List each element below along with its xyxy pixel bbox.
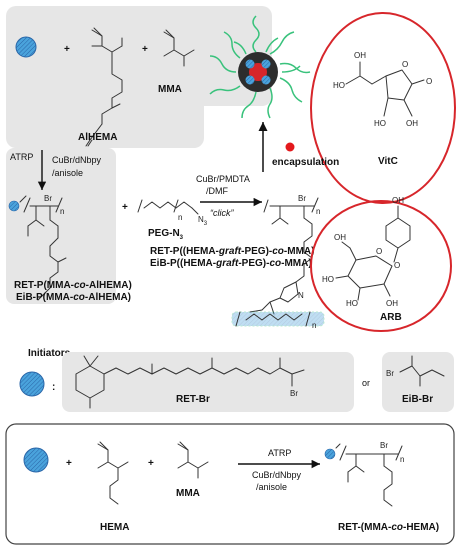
arb-atom: O: [394, 261, 400, 270]
ret-br-label: RET-Br: [176, 394, 210, 405]
arb-atom: OH: [386, 299, 398, 308]
encapsulation-dot-icon: [285, 142, 295, 152]
hema-label: HEMA: [100, 522, 129, 533]
arb-structure: [335, 205, 411, 301]
vitc-atom: OH: [354, 51, 366, 60]
initiator-bead-icon: [19, 371, 45, 397]
vitc-atom: OH: [406, 119, 418, 128]
eib-br-atom: Br: [386, 369, 394, 378]
step2-catalyst: CuBr/PMDTA: [196, 174, 250, 184]
eib-br-structure: [399, 355, 445, 387]
arb-atom: OH: [334, 233, 346, 242]
micelle-icon: [209, 15, 311, 119]
hema-structure: [97, 441, 129, 505]
peg-chain-band: [231, 311, 325, 327]
left-product-name: EiB-P(MMA-co-AlHEMA): [16, 292, 131, 303]
initiator-bead-icon: [15, 36, 37, 58]
step1-reagents: CuBr/dNbpy: [52, 155, 102, 165]
arb-atom: OH: [392, 196, 404, 205]
step1-method: ATRP: [10, 152, 33, 162]
arb-atom: O: [376, 247, 382, 256]
alhema-structure: [85, 27, 123, 147]
azide-n3: N3: [198, 215, 208, 227]
vitc-ellipse: [310, 12, 456, 204]
arb-ellipse: [310, 200, 452, 332]
mma-structure: [163, 29, 195, 67]
initiators-colon: :: [52, 382, 55, 393]
encapsulation-label: encapsulation: [272, 157, 339, 168]
left-product-name: RET-P(MMA-co-AlHEMA): [14, 280, 132, 291]
bottom-product-name: RET-(MMA-co-HEMA): [338, 522, 439, 533]
ret-br-atom: Br: [290, 389, 298, 398]
mma-structure: [177, 441, 209, 479]
initiator-bead-icon: [324, 448, 336, 460]
or-label: or: [362, 378, 370, 388]
repeat-n: n: [316, 207, 320, 216]
chain-end-br: Br: [298, 194, 306, 203]
chain-end-br: Br: [44, 194, 52, 203]
arb-atom: HO: [346, 299, 358, 308]
step2-solvent: /DMF: [206, 186, 228, 196]
bottom-reagents: CuBr/dNbpy: [252, 470, 302, 480]
vitc-label: VitC: [378, 156, 398, 167]
plus-sign: +: [66, 458, 72, 469]
plus-sign: +: [122, 202, 128, 213]
peg-n3-label: PEG-N3: [148, 228, 184, 241]
arb-label: ARB: [380, 312, 402, 323]
eib-br-panel: [382, 352, 454, 412]
top-monomer-panel: [6, 6, 204, 148]
eib-br-label: EiB-Br: [402, 394, 433, 405]
bottom-method: ATRP: [268, 448, 291, 458]
click-label: “click”: [210, 208, 234, 218]
repeat-n: n: [400, 455, 404, 464]
graft-polymer-structure: [263, 197, 319, 259]
graft-product-name: RET-P((HEMA-graft-PEG)-co-MMA): [150, 246, 314, 257]
hema-mma-panel: [5, 423, 455, 545]
initiator-bead-icon: [8, 200, 20, 212]
ret-mma-co-hema-structure: [335, 443, 403, 507]
peg-chain-structure: [235, 311, 311, 327]
mma-label: MMA: [158, 84, 182, 95]
step1-solvent: /anisole: [52, 168, 83, 178]
plus-sign: +: [64, 44, 70, 55]
initiator-bead-icon: [23, 447, 49, 473]
peg-n3-structure: [137, 199, 199, 215]
repeat-n: n: [60, 207, 64, 216]
repeat-n: n: [312, 321, 316, 330]
vitc-atom: O: [402, 60, 408, 69]
vitc-atom: HO: [374, 119, 386, 128]
vitc-atom: HO: [333, 81, 345, 90]
triazole-n: N: [298, 291, 304, 300]
left-polymer-panel: [6, 148, 116, 304]
plus-sign: +: [148, 458, 154, 469]
initiators-title: Initiators: [28, 348, 71, 359]
mma-label: MMA: [176, 488, 200, 499]
bottom-solvent: /anisole: [256, 482, 287, 492]
arb-atom: HO: [322, 275, 334, 284]
ret-br-structure: [75, 355, 305, 409]
plus-sign: +: [142, 44, 148, 55]
vitc-structure: [345, 61, 425, 117]
repeat-n: n: [178, 213, 182, 222]
vitc-atom: O: [426, 77, 432, 86]
ret-br-panel: [62, 352, 354, 412]
chain-end-br: Br: [380, 441, 388, 450]
p-mma-co-alhema-structure: [19, 195, 67, 301]
alhema-label: AlHEMA: [78, 132, 117, 143]
graft-product-name: EiB-P((HEMA-graft-PEG)-co-MMA): [150, 258, 312, 269]
